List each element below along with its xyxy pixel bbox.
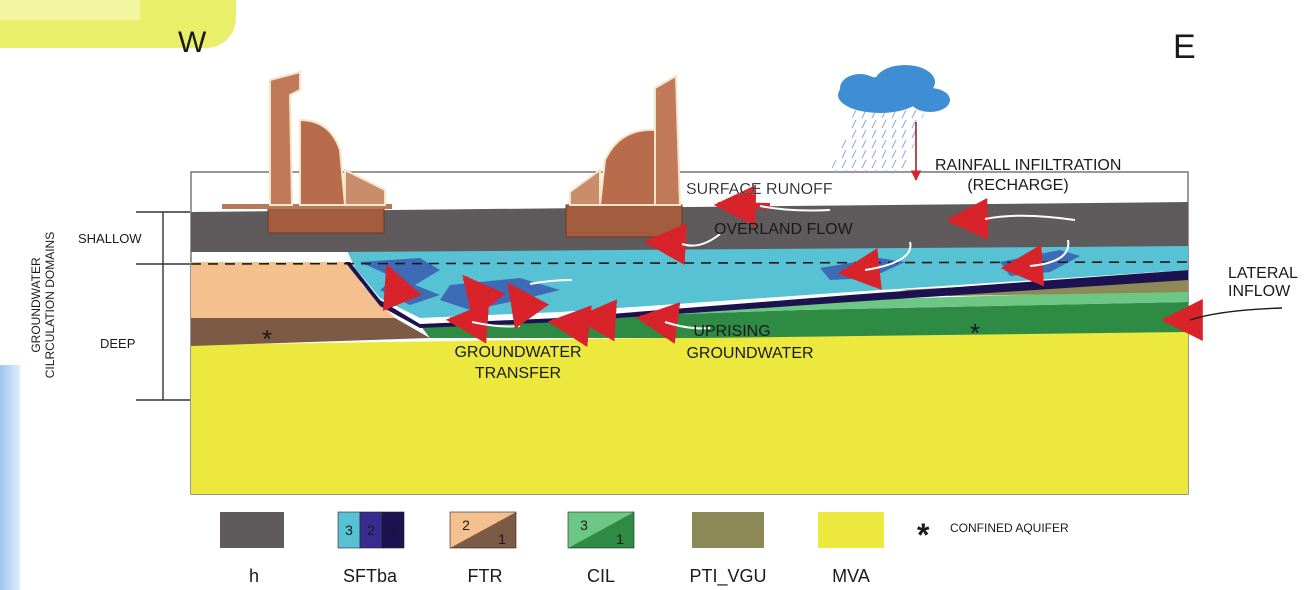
legend-label-ftr: FTR [468,566,503,586]
groundwater-transfer-line2: TRANSFER [475,365,561,382]
legend-label-sftba: SFTba [343,566,398,586]
legend-swatch-mva [818,512,884,548]
legend-swatch-cil-1 [568,512,634,548]
ruin-west-icon [222,70,392,234]
lateral-inflow-line1: LATERAL [1228,265,1298,282]
layer-ftr-2 [191,262,395,318]
legend-swatch-cil-border [567,511,635,549]
east-label: E [1173,28,1196,66]
uprising-flowline-1 [664,321,711,330]
legend-cil-num-3: 3 [580,517,588,533]
overland-arrow [643,223,687,266]
legend-sftba-num-2: 2 [367,522,375,538]
overland-flow-label: OVERLAND FLOW [714,221,854,238]
legend-swatch-ftr-border [449,511,517,549]
legend: h 3 2 1 SFTba 2 1 FTR 3 1 CIL PTI_VGU MV… [220,511,1069,587]
infiltration-flowline-2 [1029,239,1070,267]
rainfall-label-line1: RAINFALL INFILTRATION [935,157,1121,174]
confined-star-east: * [970,318,980,348]
runoff-flowline-1 [759,205,831,212]
confined-star-west: * [262,324,272,354]
domain-title-line1: GROUNDWATER [29,257,43,353]
layer-ftr-1 [191,318,430,346]
legend-sftba-num-1: 1 [389,522,397,538]
uprising-line1: UPRISING [693,323,770,340]
legend-ftr-num-1: 1 [498,531,506,547]
legend-confined-label: CONFINED AQUIFER [950,521,1069,535]
corner-tab-inner [0,0,140,20]
domain-title-line2: CILRCULATION DOMAINS [43,232,57,378]
layer-h [191,202,1188,252]
legend-swatch-pti-vgu [692,512,764,548]
legend-label-h: h [249,566,259,586]
lateral-flowline [1189,307,1283,321]
west-label: W [178,26,207,59]
lens-arrow-2 [507,282,550,329]
legend-label-cil: CIL [587,566,615,586]
lens-arrow-1 [382,264,422,311]
domain-deep-label: DEEP [100,336,135,351]
ruin-east-icon [565,74,683,238]
legend-sftba-num-3: 3 [345,522,353,538]
legend-cil-num-1: 1 [616,531,624,547]
uprising-arrow-1 [635,302,681,344]
legend-label-mva: MVA [832,566,870,586]
lens-arrow-3 [462,274,506,321]
legend-swatch-sftba-1 [381,511,405,549]
side-strip [0,365,20,590]
corner-tab [0,0,236,48]
runoff-flowline-2 [984,214,1076,221]
legend-confined-symbol: * [917,517,930,553]
uprising-line2: GROUNDWATER [686,345,813,362]
rain-cloud-icon [830,65,950,172]
legend-ftr-num-2: 2 [462,517,470,533]
surface-runoff-label: SURFACE RUNOFF [686,181,833,198]
overland-flowline [681,233,721,247]
lateral-inflow-line2: INFLOW [1228,283,1291,300]
lens-flowline-1 [529,279,573,285]
domain-bracket [136,211,190,401]
rainfall-label-line2: (RECHARGE) [967,177,1068,194]
water-table [190,261,1189,265]
runoff-arrow-2 [945,198,991,241]
domain-shallow-label: SHALLOW [78,231,142,246]
infiltration-flowline-1 [864,241,912,271]
legend-swatch-h [220,512,284,548]
layer-mva [191,330,1188,494]
groundwater-transfer-line1: GROUNDWATER [454,344,581,361]
uprising-arrow-2 [573,299,618,342]
uprising-arrow-3 [547,305,592,348]
legend-label-pti-vgu: PTI_VGU [689,566,766,587]
legend-swatch-ftr-1 [450,512,516,548]
infiltration-arrow-2 [1000,244,1045,287]
